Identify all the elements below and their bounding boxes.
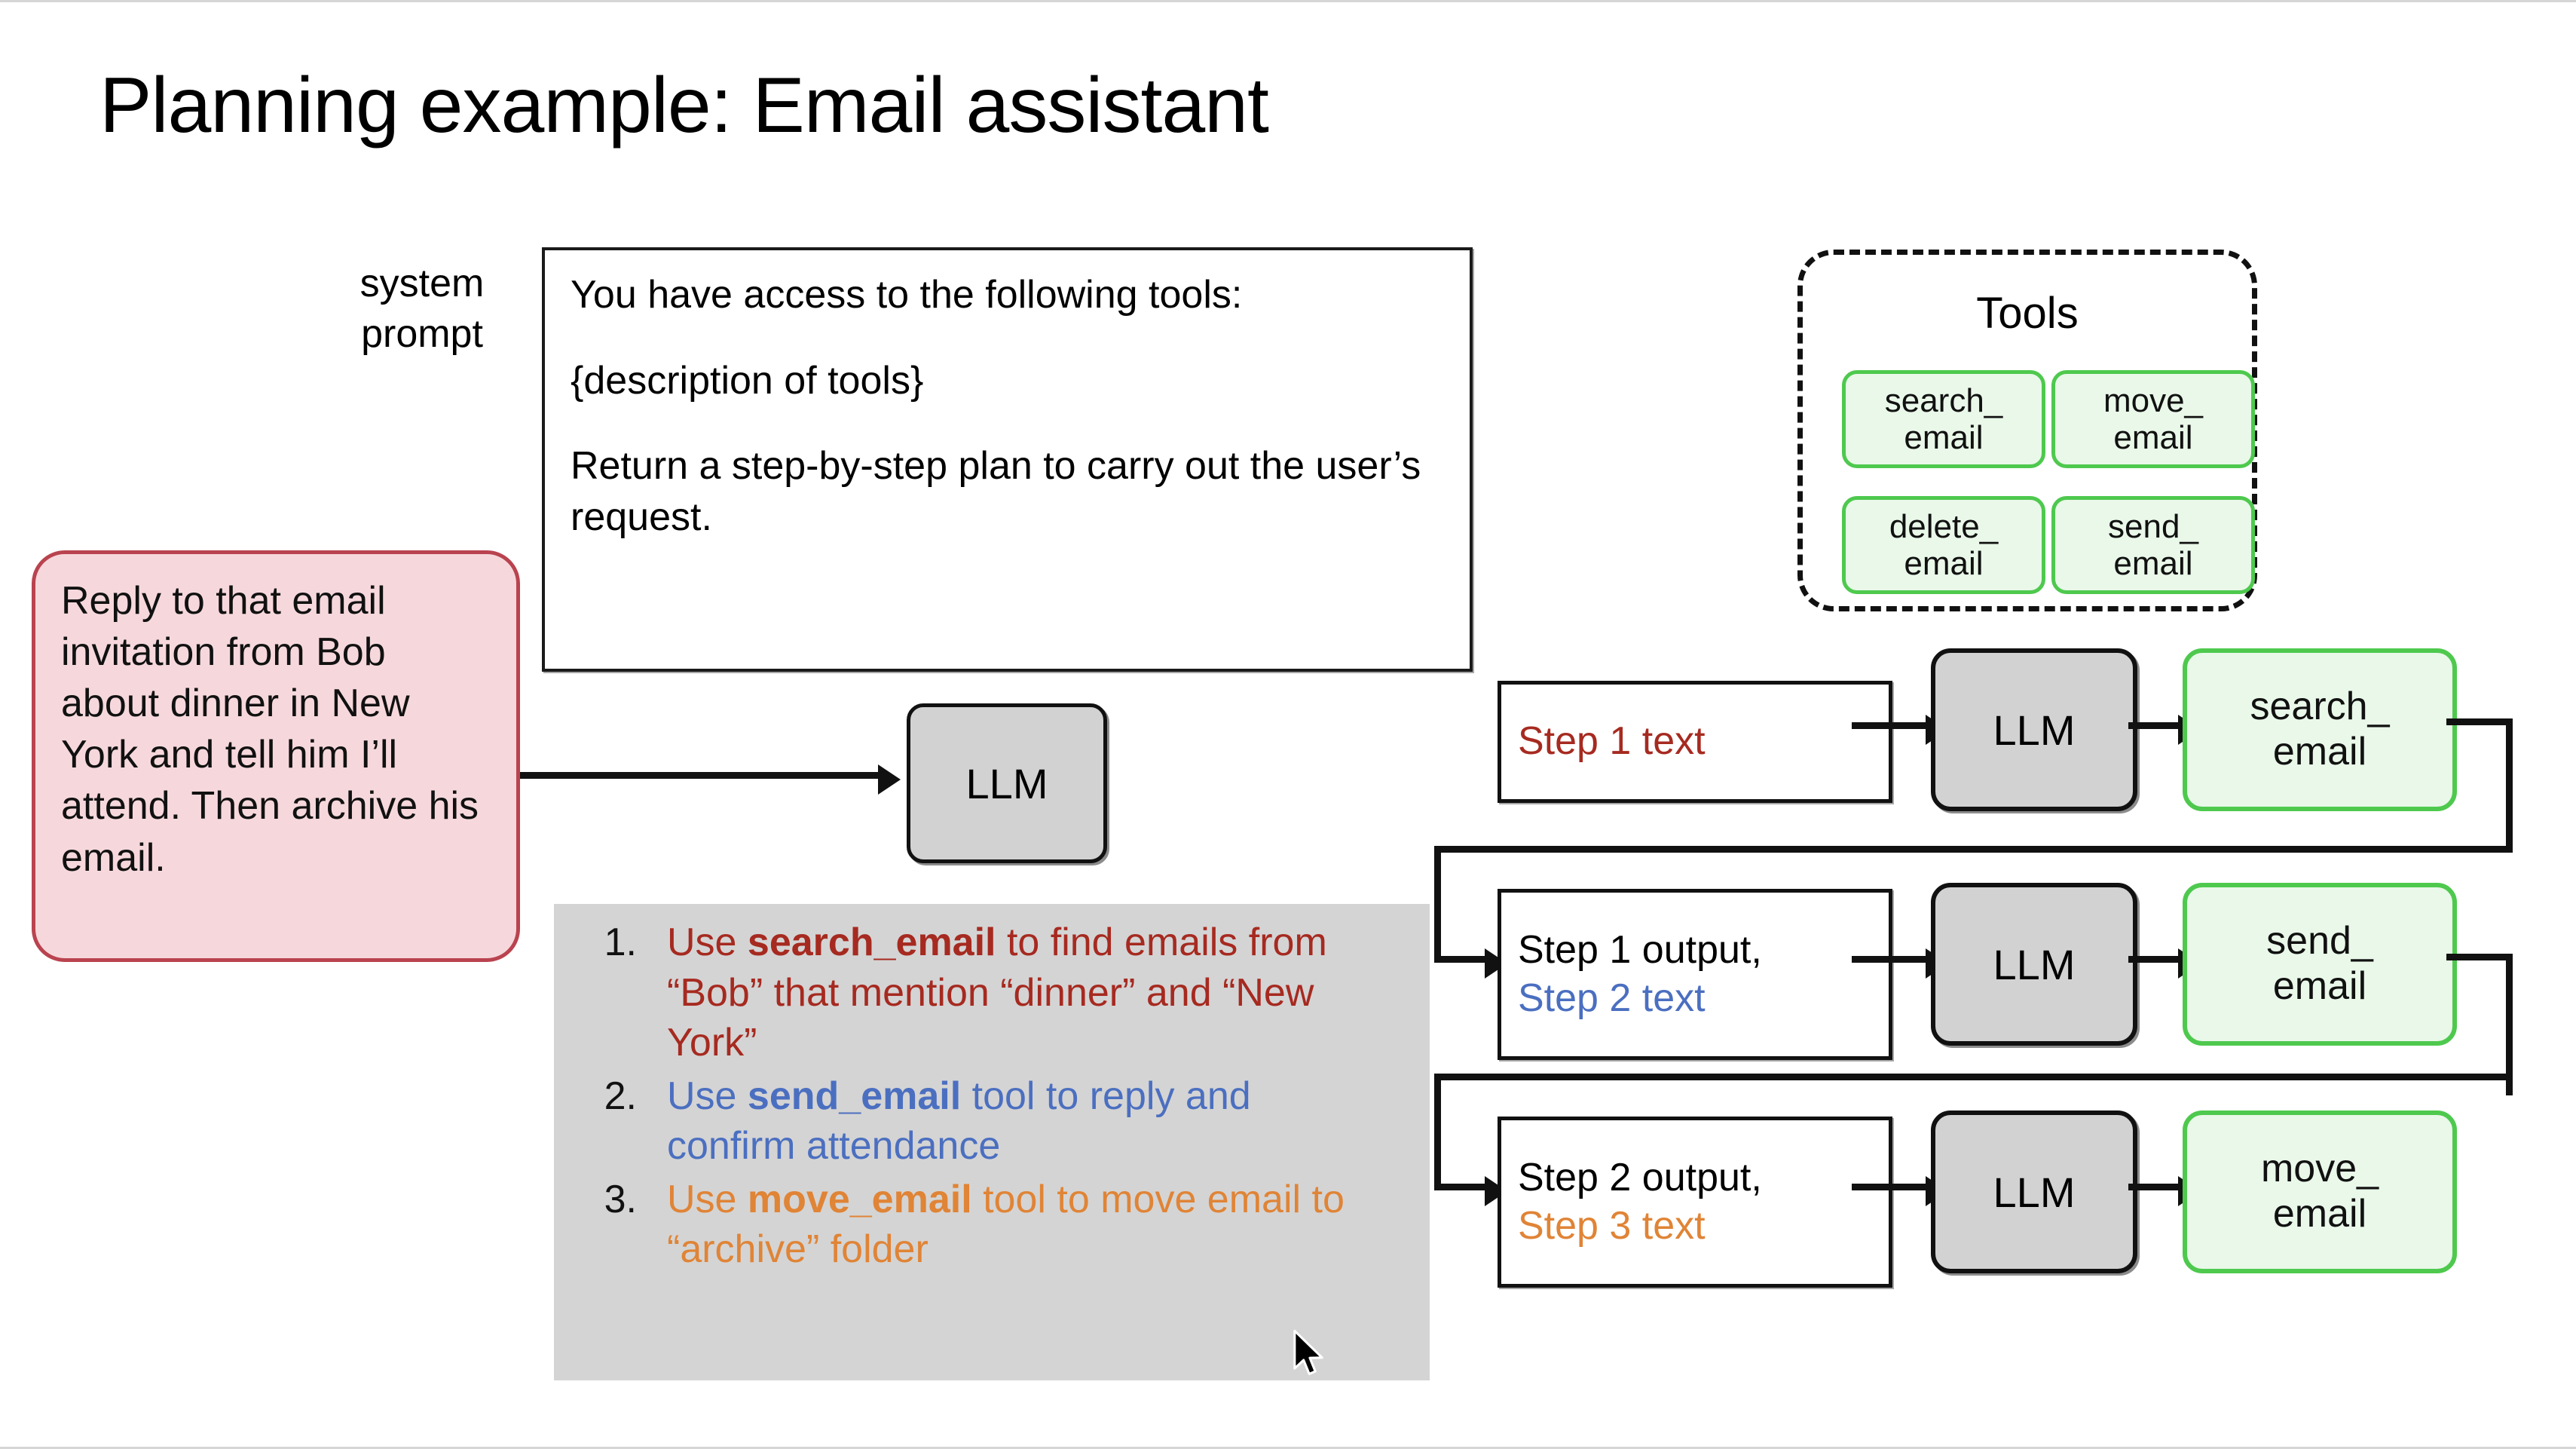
tool-chip-delete-email[interactable]: delete_ email	[1842, 496, 2045, 594]
plan-item-tool: send_email	[747, 1074, 962, 1118]
execution-llm-label: LLM	[1993, 1168, 2076, 1216]
loopback-2-entry-line	[1434, 1184, 1487, 1190]
plan-item: 3. Use move_email tool to move email to …	[554, 1175, 1430, 1275]
tool-chip-search-email[interactable]: search_ email	[1842, 370, 2045, 468]
plan-item-prefix: Use	[667, 921, 748, 964]
page-title: Planning example: Email assistant	[99, 62, 1269, 149]
loopback-2-right-vertical	[2506, 954, 2513, 1095]
plan-item: 1. Use search_email to find emails from …	[554, 917, 1430, 1068]
plan-item-text: Use move_email tool to move email to “ar…	[667, 1175, 1430, 1275]
system-prompt-label-line1: system	[359, 262, 485, 305]
loopback-1-top-segment	[2446, 718, 2513, 725]
user-message-bubble: Reply to that email invitation from Bob …	[32, 550, 520, 962]
execution-llm-2: LLM	[1931, 883, 2137, 1046]
arrow-input3-to-llm3-line	[1852, 1184, 1927, 1190]
plan-item-prefix: Use	[667, 1074, 748, 1118]
execution-step-input-line2: Step 1 text	[1518, 719, 1706, 764]
plan-item-number: 1.	[604, 921, 637, 964]
plan-item-text: Use send_email tool to reply and confirm…	[667, 1071, 1430, 1172]
execution-tool-line1: search_	[2250, 685, 2390, 729]
execution-tool-line2: email	[2272, 730, 2367, 774]
execution-step-input-1: Step 1 text	[1498, 681, 1892, 803]
execution-tool-line1: send_	[2266, 919, 2373, 963]
plan-item-tool: search_email	[747, 921, 996, 964]
arrow-llm2-to-tool2-line	[2128, 956, 2180, 963]
arrow-user-to-llm-head	[878, 764, 901, 795]
execution-tool-line1: move_	[2260, 1147, 2379, 1191]
plan-item-number: 2.	[604, 1074, 637, 1118]
arrow-input1-to-llm1-line	[1852, 722, 1927, 729]
loopback-2-left-vertical	[1434, 1074, 1441, 1190]
plan-item-text: Use search_email to find emails from “Bo…	[667, 917, 1430, 1068]
arrow-user-to-llm-line	[520, 772, 880, 779]
plan-item: 2. Use send_email tool to reply and conf…	[554, 1071, 1430, 1172]
main-llm-label: LLM	[965, 759, 1048, 807]
plan-item-number: 3.	[604, 1177, 637, 1221]
execution-step-input-line1: Step 2 output,	[1518, 1156, 1762, 1200]
mouse-pointer-icon	[1293, 1329, 1323, 1375]
tool-chip-move-email[interactable]: move_ email	[2051, 370, 2255, 468]
arrow-input2-to-llm2-line	[1852, 956, 1927, 963]
execution-step-input-line2: Step 2 text	[1518, 976, 1706, 1020]
plan-item-suffix: tool to move email to “archive” folder	[667, 1177, 1345, 1272]
execution-llm-label: LLM	[1993, 940, 2076, 988]
execution-tool-search-email: search_ email	[2183, 648, 2457, 811]
loopback-1-horizontal	[1434, 846, 2513, 853]
execution-tool-move-email: move_ email	[2183, 1110, 2457, 1273]
tool-chip-line2: email	[2113, 419, 2193, 456]
system-prompt-paragraph-1: You have access to the following tools:	[571, 273, 1243, 317]
system-prompt-paragraph-2: {description of tools}	[571, 358, 924, 403]
tool-chip-line1: move_	[2103, 381, 2204, 419]
tools-panel-title: Tools	[1976, 289, 2079, 338]
tools-panel: Tools search_ email move_ email delete_ …	[1797, 250, 2257, 611]
plan-item-suffix: tool to reply and confirm attendance	[667, 1074, 1251, 1169]
system-prompt-box: You have access to the following tools: …	[542, 247, 1473, 672]
execution-step-input-line2: Step 3 text	[1518, 1203, 1706, 1248]
execution-llm-label: LLM	[1993, 706, 2076, 754]
tool-chip-line2: email	[1904, 419, 1984, 456]
loopback-2-top-segment	[2446, 954, 2513, 960]
system-prompt-label-line2: prompt	[361, 311, 483, 356]
loopback-1-entry-line	[1434, 956, 1487, 963]
plan-item-prefix: Use	[667, 1177, 748, 1221]
execution-step-input-2: Step 1 output, Step 2 text	[1498, 889, 1892, 1060]
system-prompt-paragraph-3: Return a step-by-step plan to carry out …	[571, 444, 1421, 539]
arrow-llm1-to-tool1-line	[2128, 722, 2180, 729]
loopback-1-right-vertical	[2506, 718, 2513, 853]
tool-chip-line1: delete_	[1889, 507, 1999, 545]
user-message-text: Reply to that email invitation from Bob …	[61, 579, 479, 880]
loopback-2-horizontal	[1434, 1074, 2513, 1080]
tool-chip-line2: email	[2113, 545, 2193, 582]
plan-panel: 1. Use search_email to find emails from …	[554, 904, 1430, 1380]
loopback-1-left-vertical	[1434, 846, 1441, 963]
plan-item-suffix: to find emails from “Bob” that mention “…	[667, 921, 1327, 1065]
execution-tool-line2: email	[2272, 964, 2367, 1008]
execution-llm-3: LLM	[1931, 1110, 2137, 1273]
tool-chip-line2: email	[1904, 545, 1984, 582]
main-llm-box: LLM	[907, 703, 1107, 863]
execution-llm-1: LLM	[1931, 648, 2137, 811]
system-prompt-label: system prompt	[294, 259, 550, 359]
tool-chip-line1: send_	[2108, 507, 2198, 545]
execution-tool-send-email: send_ email	[2183, 883, 2457, 1046]
tool-chip-line1: search_	[1884, 381, 2003, 419]
plan-item-tool: move_email	[747, 1177, 972, 1221]
execution-tool-line2: email	[2272, 1192, 2367, 1236]
execution-step-input-line1: Step 1 output,	[1518, 928, 1762, 973]
execution-step-input-3: Step 2 output, Step 3 text	[1498, 1117, 1892, 1288]
arrow-llm3-to-tool3-line	[2128, 1184, 2180, 1190]
tool-chip-send-email[interactable]: send_ email	[2051, 496, 2255, 594]
